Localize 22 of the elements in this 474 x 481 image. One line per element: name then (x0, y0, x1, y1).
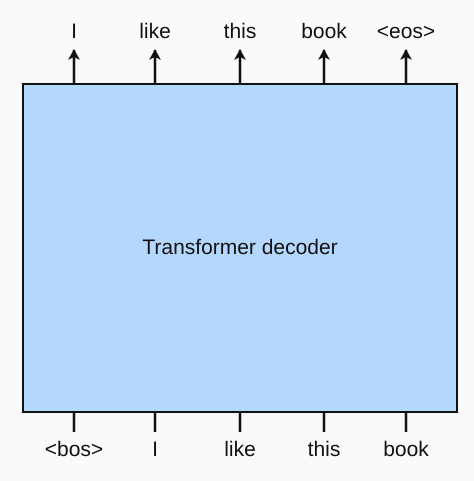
token-label: book (366, 438, 446, 462)
connector-line (72, 413, 76, 432)
connector-line (404, 413, 408, 432)
token-label: <bos> (34, 438, 114, 462)
arrow (68, 49, 80, 83)
connector-line (238, 413, 242, 432)
connector-line (154, 413, 156, 432)
arrow (400, 49, 412, 83)
token-label: I (115, 438, 195, 462)
token-label: <eos> (366, 20, 446, 44)
token-label: like (115, 20, 195, 44)
token-label: book (284, 20, 364, 44)
token-label: this (200, 20, 280, 44)
token-label: this (284, 438, 364, 462)
decoder-box (22, 83, 458, 413)
token-label: like (200, 438, 280, 462)
box-label: Transformer decoder (142, 236, 338, 260)
token-label: I (34, 20, 114, 44)
arrow (318, 49, 330, 83)
arrow (234, 49, 246, 83)
connector-line (322, 413, 326, 432)
arrow (149, 49, 161, 83)
